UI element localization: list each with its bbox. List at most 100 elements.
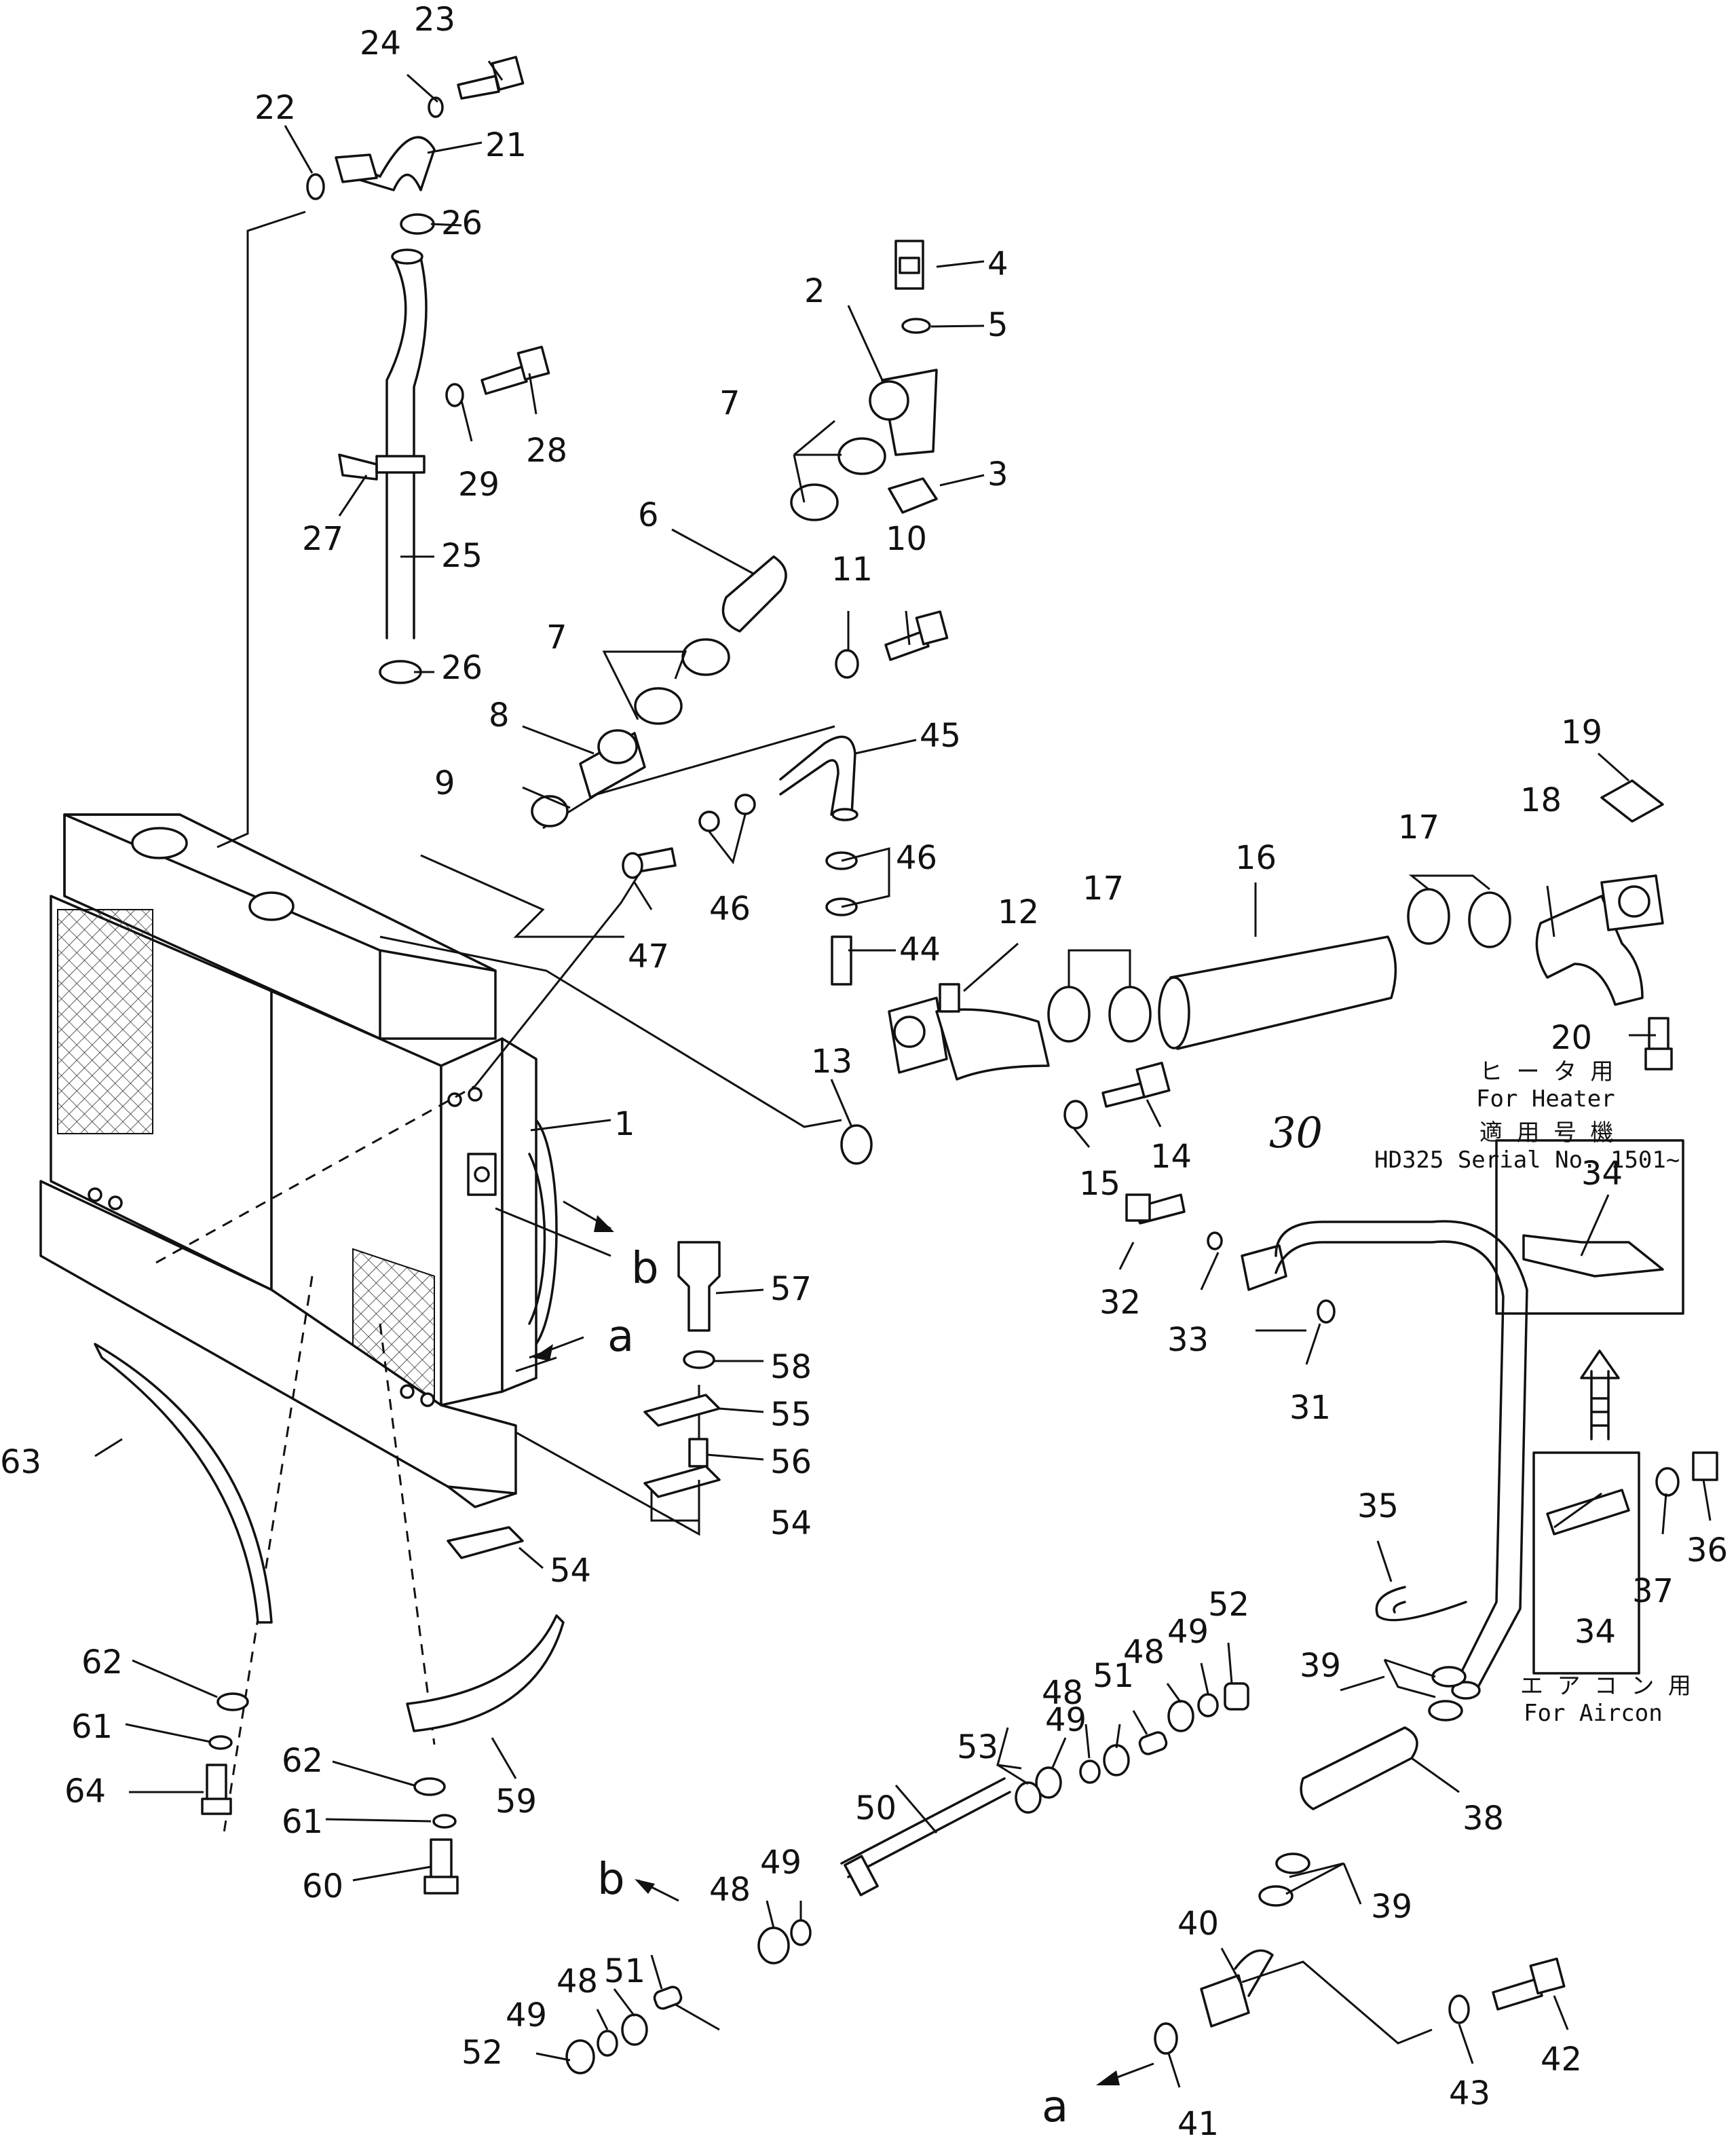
heater-pipe-group	[622, 735, 858, 986]
callout-52b: 52	[461, 2034, 503, 2072]
callout-17b: 17	[1398, 808, 1439, 846]
callout-57: 57	[770, 1270, 812, 1308]
callout-47: 47	[628, 937, 669, 975]
callout-16: 16	[1235, 839, 1277, 877]
callout-31: 31	[1289, 1389, 1331, 1427]
connection-lines	[155, 210, 1433, 2045]
callout-1: 1	[614, 1105, 635, 1143]
callout-23: 23	[414, 1, 455, 39]
view-arrows	[529, 1200, 1154, 2085]
note-handwritten-30: 30	[1269, 1108, 1323, 1157]
callout-27: 27	[302, 520, 343, 558]
callout-61b: 61	[282, 1803, 323, 1841]
callout-22: 22	[254, 89, 296, 127]
callout-60: 60	[302, 1867, 343, 1905]
callout-26b: 26	[441, 649, 483, 687]
callout-19: 19	[1561, 713, 1602, 751]
note-heater-en: For Heater	[1476, 1085, 1615, 1113]
callout-50: 50	[855, 1789, 897, 1827]
callout-18: 18	[1520, 781, 1562, 819]
callout-40: 40	[1177, 1905, 1219, 1943]
callout-48c: 48	[1123, 1633, 1165, 1671]
callout-12: 12	[998, 893, 1039, 931]
callout-8: 8	[489, 696, 510, 734]
callout-28: 28	[526, 432, 567, 470]
callout-49c: 49	[1167, 1613, 1209, 1651]
callout-59: 59	[495, 1783, 537, 1821]
callout-41: 41	[1177, 2105, 1219, 2141]
mounting-group	[94, 1241, 721, 1895]
callout-13: 13	[811, 1043, 852, 1081]
callout-38: 38	[1463, 1800, 1504, 1838]
callout-24: 24	[360, 24, 401, 62]
radiator-assembly	[39, 813, 558, 1508]
callout-17: 17	[1082, 870, 1124, 908]
callout-49d: 49	[506, 1996, 547, 2034]
callout-63: 63	[0, 1443, 41, 1481]
callout-34b: 34	[1574, 1613, 1616, 1651]
callout-25: 25	[441, 537, 483, 575]
callout-44: 44	[899, 931, 941, 969]
view-letter-a-bottom: a	[1042, 2082, 1068, 2132]
callout-52: 52	[1208, 1586, 1249, 1624]
callout-49: 49	[760, 1844, 801, 1882]
stay-rod-group	[565, 1682, 1249, 2074]
callout-9: 9	[434, 764, 455, 802]
callout-14: 14	[1150, 1138, 1192, 1176]
callout-51: 51	[1093, 1657, 1134, 1695]
callout-64: 64	[64, 1772, 106, 1810]
aircon-pipe-group	[1125, 1139, 1718, 2055]
note-aircon-jp: エ ア コ ン 用	[1520, 1673, 1691, 1700]
callout-15: 15	[1079, 1165, 1120, 1203]
callout-7b: 7	[546, 618, 567, 656]
water-pipe-group	[840, 779, 1673, 1165]
callout-leaders	[94, 60, 1712, 2088]
view-letter-a-radiator: a	[607, 1311, 634, 1362]
callout-51b: 51	[604, 1952, 645, 1990]
callout-37: 37	[1632, 1572, 1674, 1610]
callout-53: 53	[957, 1728, 998, 1766]
note-heater-jp: ヒ ー タ 用	[1479, 1058, 1613, 1085]
callout-39: 39	[1300, 1647, 1341, 1685]
callout-7: 7	[719, 384, 740, 422]
callout-39b: 39	[1371, 1888, 1412, 1926]
callout-62b: 62	[282, 1742, 323, 1780]
overflow-pipe-group	[306, 56, 550, 684]
callout-6: 6	[638, 496, 659, 534]
note-serial-en: HD325 Serial No. 1501~	[1374, 1147, 1680, 1174]
callout-56: 56	[770, 1443, 812, 1481]
callout-61: 61	[71, 1708, 113, 1746]
note-aircon-en: For Aircon	[1524, 1700, 1663, 1727]
callout-11: 11	[831, 551, 873, 589]
callout-55: 55	[770, 1396, 812, 1434]
callout-49b: 49	[1045, 1701, 1087, 1739]
callout-54: 54	[770, 1504, 812, 1542]
view-letter-b-radiator: b	[631, 1244, 659, 1294]
callout-54b: 54	[550, 1552, 591, 1590]
callout-58: 58	[770, 1348, 812, 1386]
note-serial-jp: 適 用 号 機	[1479, 1119, 1613, 1147]
water-outlet-group	[531, 240, 949, 827]
callout-36: 36	[1686, 1531, 1728, 1569]
callout-46b: 46	[709, 890, 751, 928]
view-letter-b-rod: b	[597, 1855, 625, 1905]
callout-48: 48	[709, 1871, 751, 1909]
callout-34: 34	[1581, 1155, 1623, 1193]
callout-26: 26	[441, 204, 483, 242]
callout-42: 42	[1541, 2041, 1582, 2079]
callout-20: 20	[1551, 1019, 1592, 1057]
callout-32: 32	[1099, 1284, 1141, 1322]
callout-2: 2	[804, 272, 825, 310]
callout-5: 5	[987, 306, 1008, 344]
callout-46: 46	[896, 839, 937, 877]
callout-48d: 48	[556, 1962, 598, 2000]
callout-43: 43	[1449, 2074, 1490, 2112]
callout-45: 45	[920, 717, 961, 755]
callout-4: 4	[987, 245, 1008, 283]
callout-62: 62	[81, 1643, 123, 1681]
callout-29: 29	[458, 466, 499, 504]
callout-10: 10	[886, 520, 927, 558]
callout-33: 33	[1167, 1321, 1209, 1359]
